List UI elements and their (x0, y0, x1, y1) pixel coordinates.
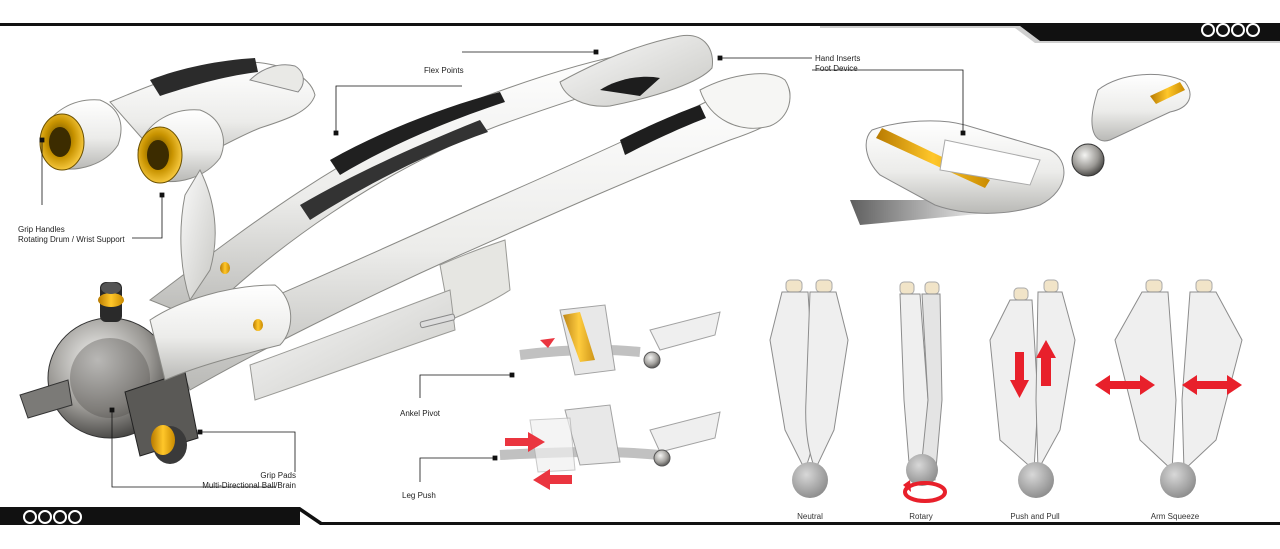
leg-push-sketch (499, 404, 721, 490)
four-rings-logo-bottom (18, 509, 88, 525)
four-rings-logo-icon (23, 510, 82, 524)
mode-figure-rotary (899, 281, 947, 503)
main-device-render (19, 34, 791, 464)
label-grip-pads: Grip Pads (260, 471, 296, 480)
caption-neutral: Neutral (797, 512, 823, 521)
top-frame-bar (0, 23, 1280, 43)
mode-figure-arm-squeeze (1095, 279, 1243, 498)
label-leg-push: Leg Push (402, 491, 436, 500)
pull-arrow-icon (533, 469, 572, 490)
squeeze-right-arrow-icon (1182, 375, 1242, 395)
ankel-pivot-sketch (519, 304, 721, 376)
label-grip-handles: Grip Handles (18, 225, 65, 234)
label-ball-brain: Multi-Directional Ball/Brain (202, 481, 296, 490)
label-rotating-drum: Rotating Drum / Wrist Support (18, 235, 125, 244)
pull-up-arrow-icon (1036, 340, 1056, 386)
caption-rotary: Rotary (909, 512, 933, 521)
four-rings-logo-top (1196, 22, 1266, 38)
label-flex-points: Flex Points (424, 66, 464, 75)
rotary-arrow-icon (903, 480, 947, 503)
label-foot-device: Foot Device (815, 64, 858, 73)
bottom-frame-bar (0, 507, 1280, 525)
mode-figure-neutral (769, 279, 849, 498)
squeeze-left-arrow-icon (1095, 375, 1155, 395)
caption-arm-squeeze: Arm Squeeze (1150, 512, 1200, 521)
label-ankel-pivot: Ankel Pivot (400, 409, 441, 418)
foot-device-render (850, 73, 1191, 225)
mode-figure-push-pull (989, 279, 1076, 498)
caption-push-and-pull: Push and Pull (1010, 512, 1060, 521)
label-hand-inserts: Hand Inserts (815, 54, 861, 63)
callout-lines (39, 49, 966, 488)
push-arrow-icon (505, 432, 545, 452)
four-rings-logo-icon (1201, 23, 1260, 37)
push-down-arrow-icon (1010, 352, 1029, 398)
